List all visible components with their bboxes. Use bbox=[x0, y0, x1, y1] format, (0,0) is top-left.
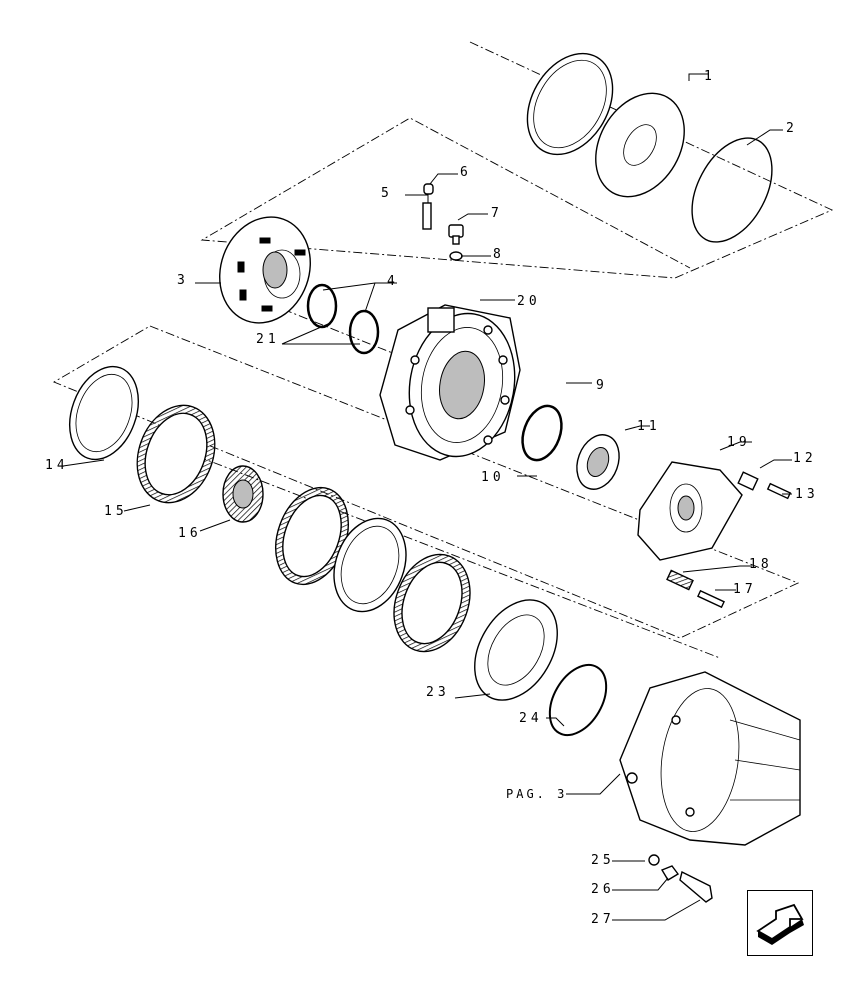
label-13: 13 bbox=[795, 487, 819, 502]
part-19-cover bbox=[637, 461, 792, 609]
label-23: 23 bbox=[426, 685, 450, 700]
label-8: 8 bbox=[493, 247, 505, 262]
parts-25-27 bbox=[648, 854, 713, 903]
parts-9-to-11 bbox=[521, 404, 620, 490]
label-12: 12 bbox=[793, 451, 817, 466]
label-9: 9 bbox=[596, 378, 608, 393]
label-21: 21 bbox=[256, 332, 280, 347]
axle-housing bbox=[619, 671, 801, 846]
label-18: 18 bbox=[749, 557, 773, 572]
label-17: 17 bbox=[733, 582, 757, 597]
label-20: 20 bbox=[517, 294, 541, 309]
label-1: 1 bbox=[704, 69, 716, 84]
label-19: 19 bbox=[727, 435, 751, 450]
leader-lines bbox=[62, 73, 792, 921]
part-3-flange-hub bbox=[219, 216, 311, 324]
part-20-housing bbox=[379, 304, 521, 461]
label-2: 2 bbox=[786, 121, 798, 136]
part-1-ring-and-disc bbox=[526, 52, 685, 198]
label-27: 27 bbox=[591, 912, 615, 927]
label-26: 26 bbox=[591, 882, 615, 897]
label-10: 10 bbox=[481, 470, 505, 485]
small-fittings bbox=[422, 183, 464, 261]
reference-page-label: PAG. 3 bbox=[506, 787, 567, 801]
label-14: 14 bbox=[45, 458, 69, 473]
label-5: 5 bbox=[381, 186, 393, 201]
next-page-arrow-icon[interactable] bbox=[747, 890, 813, 956]
label-25: 25 bbox=[591, 853, 615, 868]
label-24: 24 bbox=[519, 711, 543, 726]
label-6: 6 bbox=[460, 165, 472, 180]
label-3: 3 bbox=[177, 273, 189, 288]
label-11: 11 bbox=[637, 419, 661, 434]
parts-23-24 bbox=[474, 599, 608, 737]
part-2-o-ring bbox=[691, 137, 773, 243]
callout-labels: 1 2 3 4 5 6 7 8 9 10 11 12 13 14 15 16 1… bbox=[45, 69, 819, 927]
label-7: 7 bbox=[491, 206, 503, 221]
discs-14-16 bbox=[69, 365, 471, 653]
label-15: 15 bbox=[104, 504, 128, 519]
label-16: 16 bbox=[178, 526, 202, 541]
label-4: 4 bbox=[387, 274, 399, 289]
